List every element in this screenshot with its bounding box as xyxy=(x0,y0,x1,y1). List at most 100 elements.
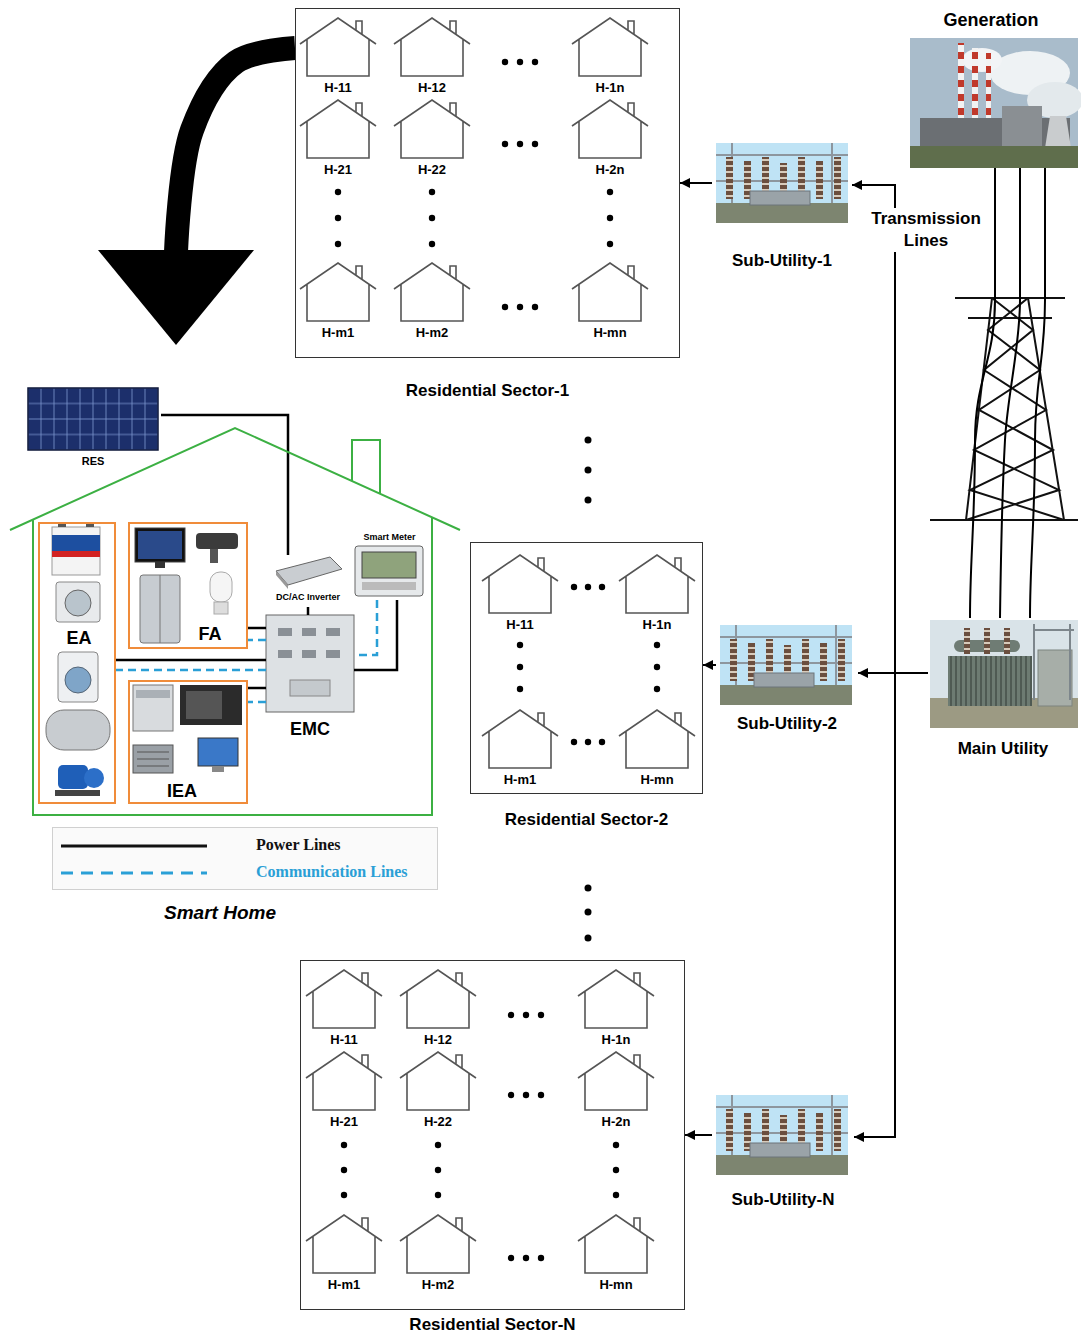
house: H-11 xyxy=(298,14,378,98)
legend-row: Communication Lines xyxy=(53,861,437,885)
ellipsis-dots xyxy=(585,909,592,916)
house-label: H-1n xyxy=(596,80,625,96)
house: H-2n xyxy=(570,96,650,180)
ellipsis-dots xyxy=(435,1167,441,1173)
house-label: H-1n xyxy=(602,1032,631,1048)
transmission-tower xyxy=(930,298,1078,520)
node-label: Sub-Utility-2 xyxy=(737,714,837,734)
transmission-tower xyxy=(966,298,1064,520)
power-line xyxy=(116,659,266,662)
house-outline xyxy=(572,263,648,321)
sector-frame xyxy=(300,960,685,1310)
node-label: Residential Sector-N xyxy=(409,1315,575,1335)
solar-panel-picture xyxy=(28,388,158,450)
ellipsis-dots xyxy=(341,1192,347,1198)
house: H-mn xyxy=(570,259,650,343)
power-line xyxy=(685,1134,712,1136)
ellipsis-dots xyxy=(517,141,523,147)
ellipsis-dots xyxy=(532,59,538,65)
appliance-icon xyxy=(138,531,182,559)
house-label: H-21 xyxy=(330,1114,358,1130)
house-outline xyxy=(394,100,470,158)
house-outline xyxy=(400,1215,476,1273)
power-line xyxy=(1000,168,1020,618)
ellipsis-dots xyxy=(613,1192,619,1198)
house-outline xyxy=(572,100,648,158)
house-label: H-11 xyxy=(506,617,533,633)
ellipsis-dots xyxy=(585,935,592,942)
node-label: Sub-Utility-1 xyxy=(732,251,832,271)
ellipsis-dots xyxy=(523,1012,529,1018)
appliance-icon xyxy=(52,535,100,551)
ellipsis-dots xyxy=(502,141,508,147)
ellipsis-dots xyxy=(335,189,341,195)
house: H-m2 xyxy=(392,259,472,343)
ellipsis-dots xyxy=(599,584,605,590)
ellipsis-dots xyxy=(517,59,523,65)
communication-line xyxy=(248,701,266,704)
house: H-2n xyxy=(576,1048,656,1132)
ellipsis-dots xyxy=(429,189,435,195)
controller-panel xyxy=(290,680,330,696)
sub-utility: Sub-Utility-1 xyxy=(712,140,852,275)
ellipsis-dots xyxy=(517,642,523,648)
ellipsis-dots xyxy=(517,686,523,692)
appliance-icon xyxy=(210,572,232,602)
controller-panel xyxy=(278,650,292,658)
house-label: H-12 xyxy=(418,80,446,96)
ellipsis-dots xyxy=(429,241,435,247)
appliance-icon xyxy=(46,710,110,750)
transformer-picture xyxy=(1038,650,1072,706)
power-plant-picture xyxy=(962,48,1002,72)
power-line xyxy=(161,415,288,555)
house: H-mn xyxy=(617,706,697,790)
inverter: DC/AC Inverter xyxy=(268,555,348,607)
house-label: H-m2 xyxy=(416,325,449,341)
house: H-12 xyxy=(398,966,478,1050)
house: H-m1 xyxy=(304,1211,384,1295)
transformer-picture xyxy=(948,656,1032,706)
ellipsis-dots xyxy=(502,304,508,310)
transmission-tower xyxy=(966,298,1064,520)
node-label: EMC xyxy=(290,719,330,741)
ellipsis-dots xyxy=(571,584,577,590)
inverter-picture xyxy=(276,571,288,589)
transmission-tower xyxy=(930,519,1078,521)
house-label: H-11 xyxy=(330,1032,357,1048)
appliance-icon xyxy=(56,582,100,622)
house-outline xyxy=(300,18,376,76)
ellipsis-dots xyxy=(654,664,660,670)
house: H-22 xyxy=(398,1048,478,1132)
controller-panel xyxy=(266,615,354,712)
power-plant-picture xyxy=(910,38,1081,168)
sub-utility: Sub-Utility-2 xyxy=(716,622,858,737)
ellipsis-dots xyxy=(585,739,591,745)
house-label: H-12 xyxy=(424,1032,452,1048)
legend-box: Power LinesCommunication Lines xyxy=(52,827,438,890)
transformer-picture xyxy=(930,620,1078,728)
house: H-m1 xyxy=(480,706,560,790)
controller-panel xyxy=(326,628,340,636)
ellipsis-dots xyxy=(532,141,538,147)
appliance-icon xyxy=(84,768,104,788)
ellipsis-dots xyxy=(585,437,592,444)
node-label: Residential Sector-2 xyxy=(505,810,668,830)
power-line xyxy=(680,182,712,184)
house-outline xyxy=(482,555,558,613)
node-label: Main Utility xyxy=(958,739,1049,759)
ellipsis-dots xyxy=(532,304,538,310)
ellipsis-dots xyxy=(654,642,660,648)
smart-meter-picture xyxy=(355,546,423,596)
node-label: Residential Sector-1 xyxy=(406,381,569,401)
ellipsis-dots xyxy=(599,739,605,745)
house: H-1n xyxy=(570,14,650,98)
node-label: Smart Meter xyxy=(363,532,415,543)
appliance-icon xyxy=(58,765,88,789)
ellipsis-dots xyxy=(341,1142,347,1148)
house: H-m1 xyxy=(298,259,378,343)
inverter-picture xyxy=(276,557,342,589)
house-label: H-m1 xyxy=(322,325,355,341)
appliance-group: IEA xyxy=(128,680,248,804)
controller-panel xyxy=(266,615,354,712)
